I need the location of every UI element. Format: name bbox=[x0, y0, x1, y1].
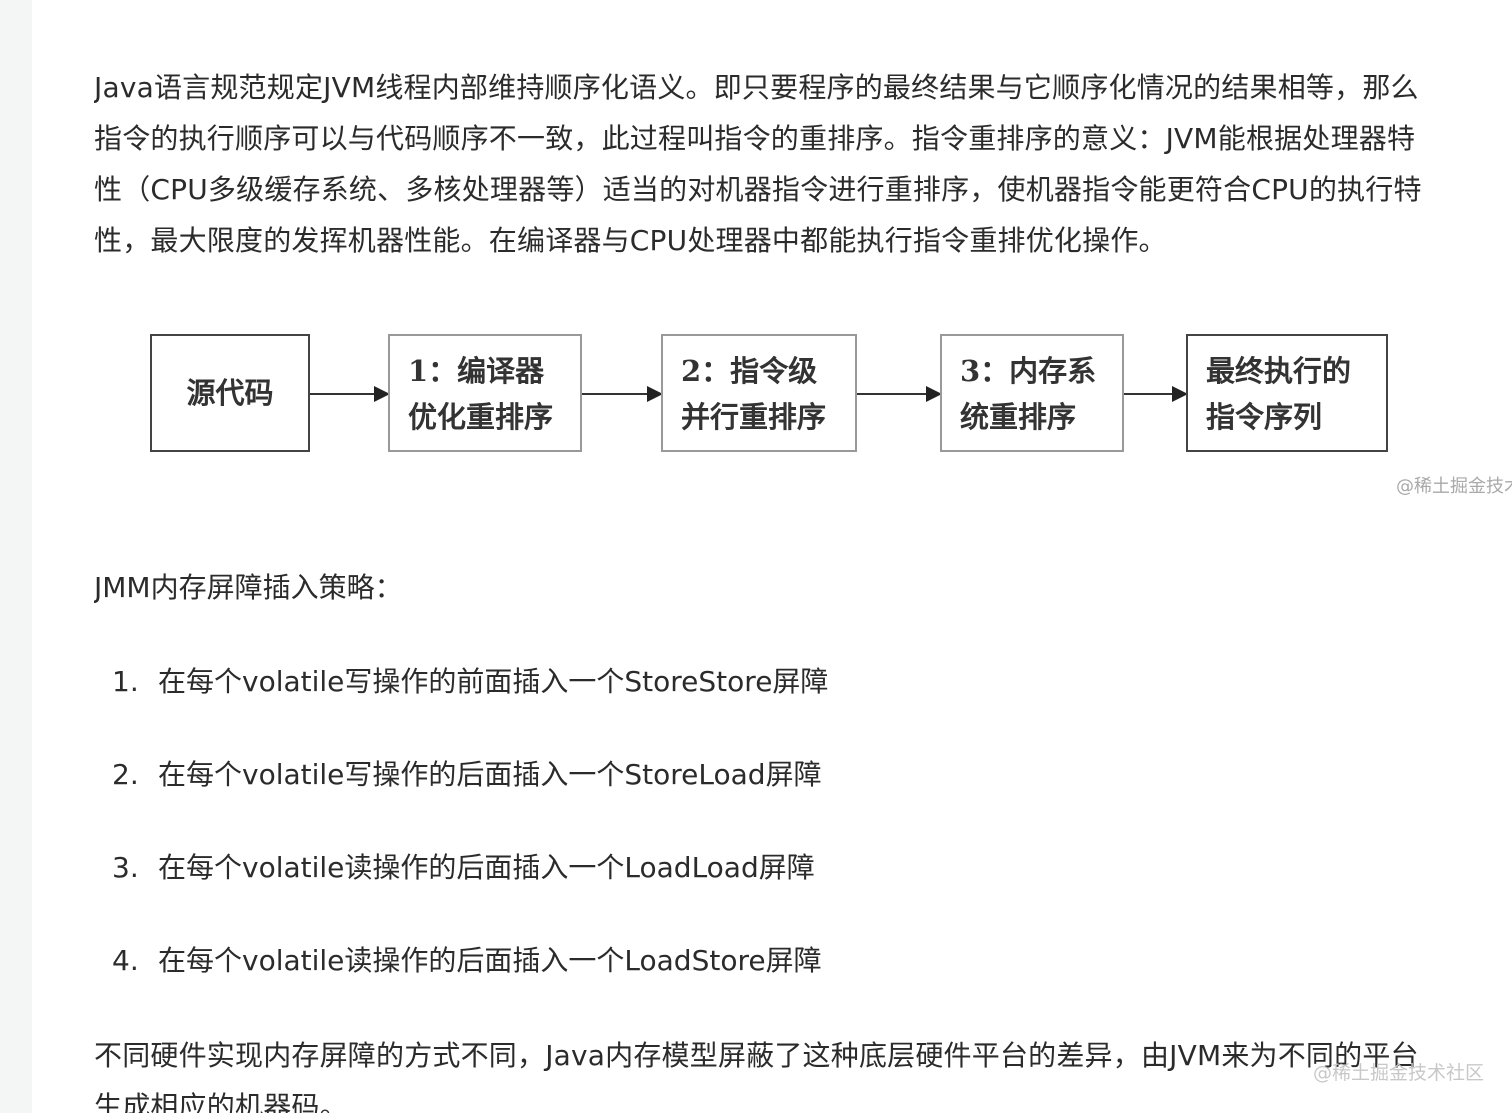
diagram-box-instruction-parallel-reorder: 2：指令级 并行重排序 bbox=[661, 334, 857, 452]
diagram-box-label: 源代码 bbox=[186, 376, 274, 410]
list-item-number: 4. bbox=[112, 944, 139, 977]
diagram-box-label: 2：指令级 bbox=[681, 354, 818, 388]
list-item: 2. 在每个volatile写操作的后面插入一个StoreLoad屏障 bbox=[112, 752, 828, 845]
intro-line: 性（CPU多级缓存系统、多核处理器等）适当的对机器指令进行重排序，使机器指令能更… bbox=[94, 173, 1422, 206]
diagram-box-label: 最终执行的 bbox=[1206, 354, 1352, 388]
left-gutter bbox=[0, 0, 32, 1113]
list-item-text: 在每个volatile写操作的前面插入一个StoreStore屏障 bbox=[158, 665, 829, 698]
diagram-box-label: 并行重排序 bbox=[681, 400, 827, 434]
intro-line: Java语言规范规定JVM线程内部维持顺序化语义。即只要程序的最终结果与它顺序化… bbox=[94, 71, 1419, 104]
figure-watermark: @稀土掘金技术社区 bbox=[1396, 476, 1512, 497]
diagram-arrow bbox=[310, 386, 390, 402]
closing-paragraph: 不同硬件实现内存屏障的方式不同，Java内存模型屏蔽了这种底层硬件平台的差异，由… bbox=[94, 1030, 1419, 1113]
diagram-box-compiler-reorder: 1：编译器 优化重排序 bbox=[388, 334, 582, 452]
list-item-number: 3. bbox=[112, 851, 139, 884]
list-item-number: 2. bbox=[112, 758, 139, 791]
diagram-box-final-instructions: 最终执行的 指令序列 bbox=[1186, 334, 1388, 452]
closing-line: 不同硬件实现内存屏障的方式不同，Java内存模型屏蔽了这种底层硬件平台的差异，由… bbox=[94, 1039, 1419, 1072]
jmm-barrier-heading: JMM内存屏障插入策略： bbox=[94, 571, 403, 604]
list-item-number: 1. bbox=[112, 665, 139, 698]
barrier-strategy-list: 1. 在每个volatile写操作的前面插入一个StoreStore屏障 2. 在每… bbox=[112, 659, 828, 1031]
diagram-box-memory-system-reorder: 3：内存系 统重排序 bbox=[940, 334, 1124, 452]
article-body: Java语言规范规定JVM线程内部维持顺序化语义。即只要程序的最终结果与它顺序化… bbox=[94, 62, 1512, 1113]
diagram-arrow bbox=[582, 386, 663, 402]
closing-line: 生成相应的机器码。 bbox=[94, 1090, 348, 1113]
diagram-box-label: 统重排序 bbox=[960, 400, 1077, 434]
page-watermark: @稀土掘金技术社区 bbox=[1312, 1062, 1484, 1084]
intro-line: 指令的执行顺序可以与代码顺序不一致，此过程叫指令的重排序。指令重排序的意义：JV… bbox=[94, 122, 1416, 155]
list-item-text: 在每个volatile写操作的后面插入一个StoreLoad屏障 bbox=[158, 758, 822, 791]
diagram-box-label: 指令序列 bbox=[1206, 400, 1323, 434]
diagram-arrow bbox=[1124, 386, 1188, 402]
diagram-box-label: 优化重排序 bbox=[408, 400, 554, 434]
diagram-box-label: 1：编译器 bbox=[408, 354, 545, 388]
list-item-text: 在每个volatile读操作的后面插入一个LoadLoad屏障 bbox=[158, 851, 815, 884]
intro-line: 性，最大限度的发挥机器性能。在编译器与CPU处理器中都能执行指令重排优化操作。 bbox=[94, 224, 1167, 257]
diagram-arrow bbox=[857, 386, 942, 402]
intro-paragraph: Java语言规范规定JVM线程内部维持顺序化语义。即只要程序的最终结果与它顺序化… bbox=[94, 62, 1512, 266]
diagram-box-source-code: 源代码 bbox=[150, 334, 310, 452]
list-item: 1. 在每个volatile写操作的前面插入一个StoreStore屏障 bbox=[112, 659, 828, 752]
list-item-text: 在每个volatile读操作的后面插入一个LoadStore屏障 bbox=[158, 944, 822, 977]
reorder-pipeline-diagram: 源代码 1：编译器 优化重排序 2：指令级 并行重排序 3：内存系 统重排序 最… bbox=[150, 332, 1512, 502]
list-item: 4. 在每个volatile读操作的后面插入一个LoadStore屏障 bbox=[112, 938, 828, 1031]
diagram-box-label: 3：内存系 bbox=[960, 354, 1097, 388]
list-item: 3. 在每个volatile读操作的后面插入一个LoadLoad屏障 bbox=[112, 845, 828, 938]
